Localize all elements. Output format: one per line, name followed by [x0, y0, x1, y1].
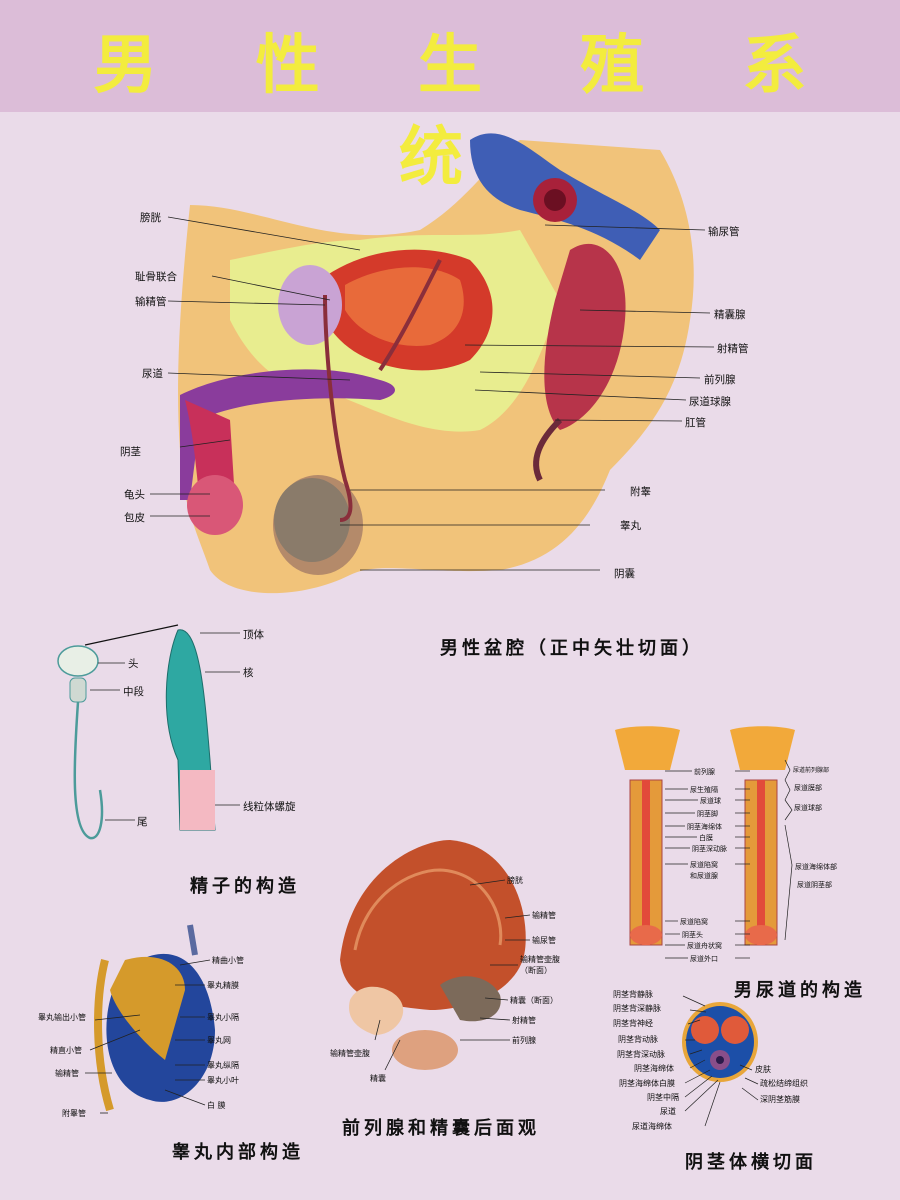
label-foreskin: 包皮 [124, 512, 145, 524]
label-cs-dorsal-nerve: 阴茎背神经 [613, 1019, 653, 1028]
label-ureter: 输尿管 [708, 226, 740, 238]
label-cs-cav-albuginea: 阴茎海绵体白膜 [619, 1079, 675, 1088]
label-ur-navicular: 尿道舟状窝 [687, 942, 722, 950]
label-ur-lacunae2: 尿道陷窝 [680, 918, 708, 926]
label-anal-canal: 肛管 [685, 417, 706, 429]
label-epididymis: 附睾 [630, 486, 651, 498]
label-cs-urethra: 尿道 [660, 1107, 676, 1116]
caption-sperm: 精子的构造 [190, 876, 300, 897]
label-cs-septum: 阴茎中隔 [647, 1093, 679, 1102]
urethra-illustration [615, 726, 795, 946]
label-efferent: 睾丸输出小管 [38, 1013, 86, 1022]
label-lobule: 睾丸小叶 [207, 1076, 239, 1085]
sperm-illustration [57, 624, 216, 840]
label-ur-ext-orifice: 尿道外口 [690, 955, 718, 963]
label-ur-penile-part: 尿道阴茎部 [797, 881, 832, 889]
label-mediastinum: 睾丸纵隔 [207, 1061, 239, 1070]
page-title: 男 性 生 殖 系 统 [93, 29, 845, 195]
label-seminiferous: 精曲小管 [212, 956, 244, 965]
label-prostate: 前列腺 [704, 374, 736, 386]
caption-urethra: 男尿道的构造 [734, 980, 866, 1001]
label-cs-dorsal-artery: 阴茎背动脉 [618, 1035, 658, 1044]
label-testis: 睾丸 [620, 520, 641, 532]
label-seminal-vesicle: 精囊腺 [714, 309, 746, 321]
label-ur-prost-part: 尿道前列腺部 [793, 767, 830, 774]
label-bulbourethral: 尿道球腺 [689, 396, 731, 408]
label-pr-vesicle: 精囊 [370, 1074, 386, 1083]
header-band [0, 0, 900, 112]
caption-prostate: 前列腺和精囊后面观 [342, 1118, 540, 1139]
caption-penis-cross: 阴茎体横切面 [685, 1152, 817, 1173]
label-ur-spongy-part: 尿道海绵体部 [795, 863, 837, 871]
label-ur-lacunae: 尿道陷窝 [690, 861, 718, 869]
label-nucleus: 核 [243, 667, 254, 679]
label-cs-deep-dorsal-artery: 阴茎背深动脉 [617, 1050, 665, 1059]
label-cs-cav-body: 阴茎海绵体 [634, 1064, 674, 1073]
label-pr-bladder: 膀胱 [507, 876, 523, 885]
label-pr-ampulla-sec: 输精管壶腹（断面） [520, 955, 560, 975]
label-epid-duct: 附睾管 [62, 1109, 86, 1118]
label-mito-sheath: 线粒体螺旋 [243, 801, 296, 813]
label-cs-deep-dorsal-vein: 阴茎背深静脉 [613, 1004, 661, 1013]
label-pr-ampulla: 输精管壶腹 [330, 1049, 370, 1058]
label-ur-crus: 阴茎脚 [697, 810, 718, 818]
label-ur-prostate: 前列腺 [694, 768, 715, 776]
prostate-leaders [374, 879, 531, 1071]
label-vas-deferens: 输精管 [135, 296, 167, 308]
label-ur-bulb-part: 尿道球部 [794, 804, 822, 812]
label-penis: 阴茎 [120, 446, 141, 458]
label-albuginea: 白 膜 [207, 1101, 226, 1110]
testis-leaders [85, 959, 211, 1114]
label-sperm-tail: 尾 [137, 816, 148, 828]
label-glans: 龟头 [124, 489, 145, 501]
label-straight: 精直小管 [50, 1046, 82, 1055]
label-urethra: 尿道 [142, 368, 163, 380]
label-sperm-head: 头 [128, 658, 139, 670]
label-testis-vas: 输精管 [55, 1069, 79, 1078]
label-ur-bulb: 尿道球 [700, 797, 721, 805]
urethra-leaders [665, 759, 793, 959]
label-bladder: 膀胱 [140, 212, 161, 224]
label-ur-deep-artery: 阴茎深动脉 [692, 845, 727, 853]
cross-leaders [682, 995, 759, 1127]
label-cs-spongiosum: 尿道海绵体 [632, 1122, 672, 1131]
label-cs-deep-fascia: 深阴茎筋膜 [760, 1095, 800, 1104]
label-cs-loose-tissue: 疏松结缔组织 [760, 1079, 808, 1088]
penis-cross-illustration [682, 1002, 758, 1082]
label-cs-dorsal-vein: 阴茎背静脉 [613, 990, 653, 999]
label-cs-skin: 皮肤 [755, 1065, 771, 1074]
sperm-leaders [90, 632, 240, 821]
label-pr-ejac: 射精管 [512, 1016, 536, 1025]
label-acrosome: 顶体 [243, 629, 264, 641]
label-pr-ureter: 输尿管 [532, 936, 556, 945]
label-pr-prostate: 前列腺 [512, 1036, 536, 1045]
label-pubic-symphysis: 耻骨联合 [135, 271, 177, 283]
caption-testis: 睾丸内部构造 [172, 1142, 304, 1163]
label-septula: 睾丸小隔 [207, 1013, 239, 1022]
label-rete: 睾丸网 [207, 1036, 231, 1045]
caption-pelvis: 男性盆腔（正中矢壮切面） [440, 638, 704, 659]
label-ur-cavernosum: 阴茎海绵体 [687, 823, 722, 831]
prostate-illustration [340, 840, 526, 1070]
label-ur-diaphragm: 尿生殖隔 [690, 786, 718, 794]
label-pr-vesicle-sec: 精囊（断面） [510, 996, 558, 1005]
label-ur-glans: 阴茎头 [682, 931, 703, 939]
label-scrotum: 阴囊 [614, 568, 635, 580]
label-pr-vas: 输精管 [532, 911, 556, 920]
label-ur-memb-part: 尿道膜部 [794, 784, 822, 792]
pelvis-leaders [150, 216, 715, 571]
pelvis-illustration [178, 133, 694, 594]
label-sperm-midpiece: 中段 [123, 686, 144, 698]
label-tunica-vag: 睾丸精膜 [207, 981, 239, 990]
label-ejaculatory-duct: 射精管 [717, 343, 749, 355]
label-ur-glands: 和尿道腺 [690, 872, 718, 880]
label-ur-albuginea: 白膜 [699, 834, 713, 842]
